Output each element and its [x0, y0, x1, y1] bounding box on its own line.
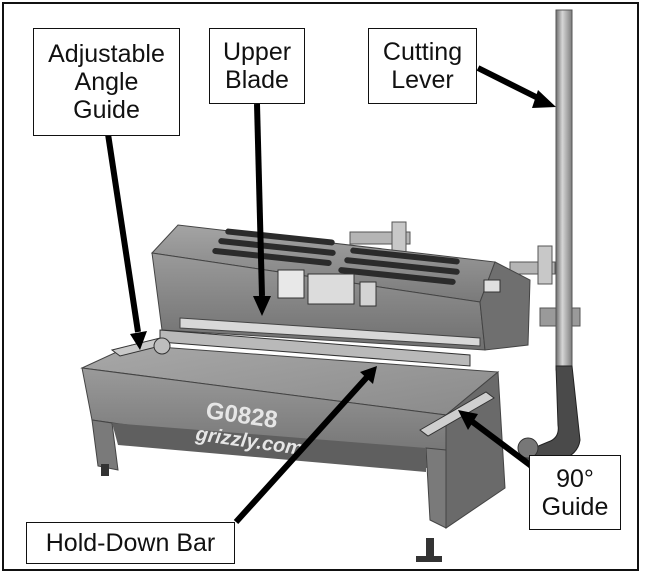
callout-arrows	[105, 65, 556, 525]
callout-ninety-guide: 90° Guide	[529, 455, 621, 530]
callout-adjustable-angle-guide: Adjustable Angle Guide	[33, 28, 180, 136]
cutting-lever-part	[517, 9, 581, 471]
figure-border	[2, 2, 639, 571]
rear-rods	[349, 221, 581, 327]
callout-hold-down-bar: Hold-Down Bar	[26, 522, 235, 564]
callout-upper-blade: Upper Blade	[209, 28, 305, 104]
callout-cutting-lever: Cutting Lever	[368, 28, 477, 104]
blade-housing	[150, 224, 531, 351]
ninety-guide-part	[419, 391, 495, 437]
